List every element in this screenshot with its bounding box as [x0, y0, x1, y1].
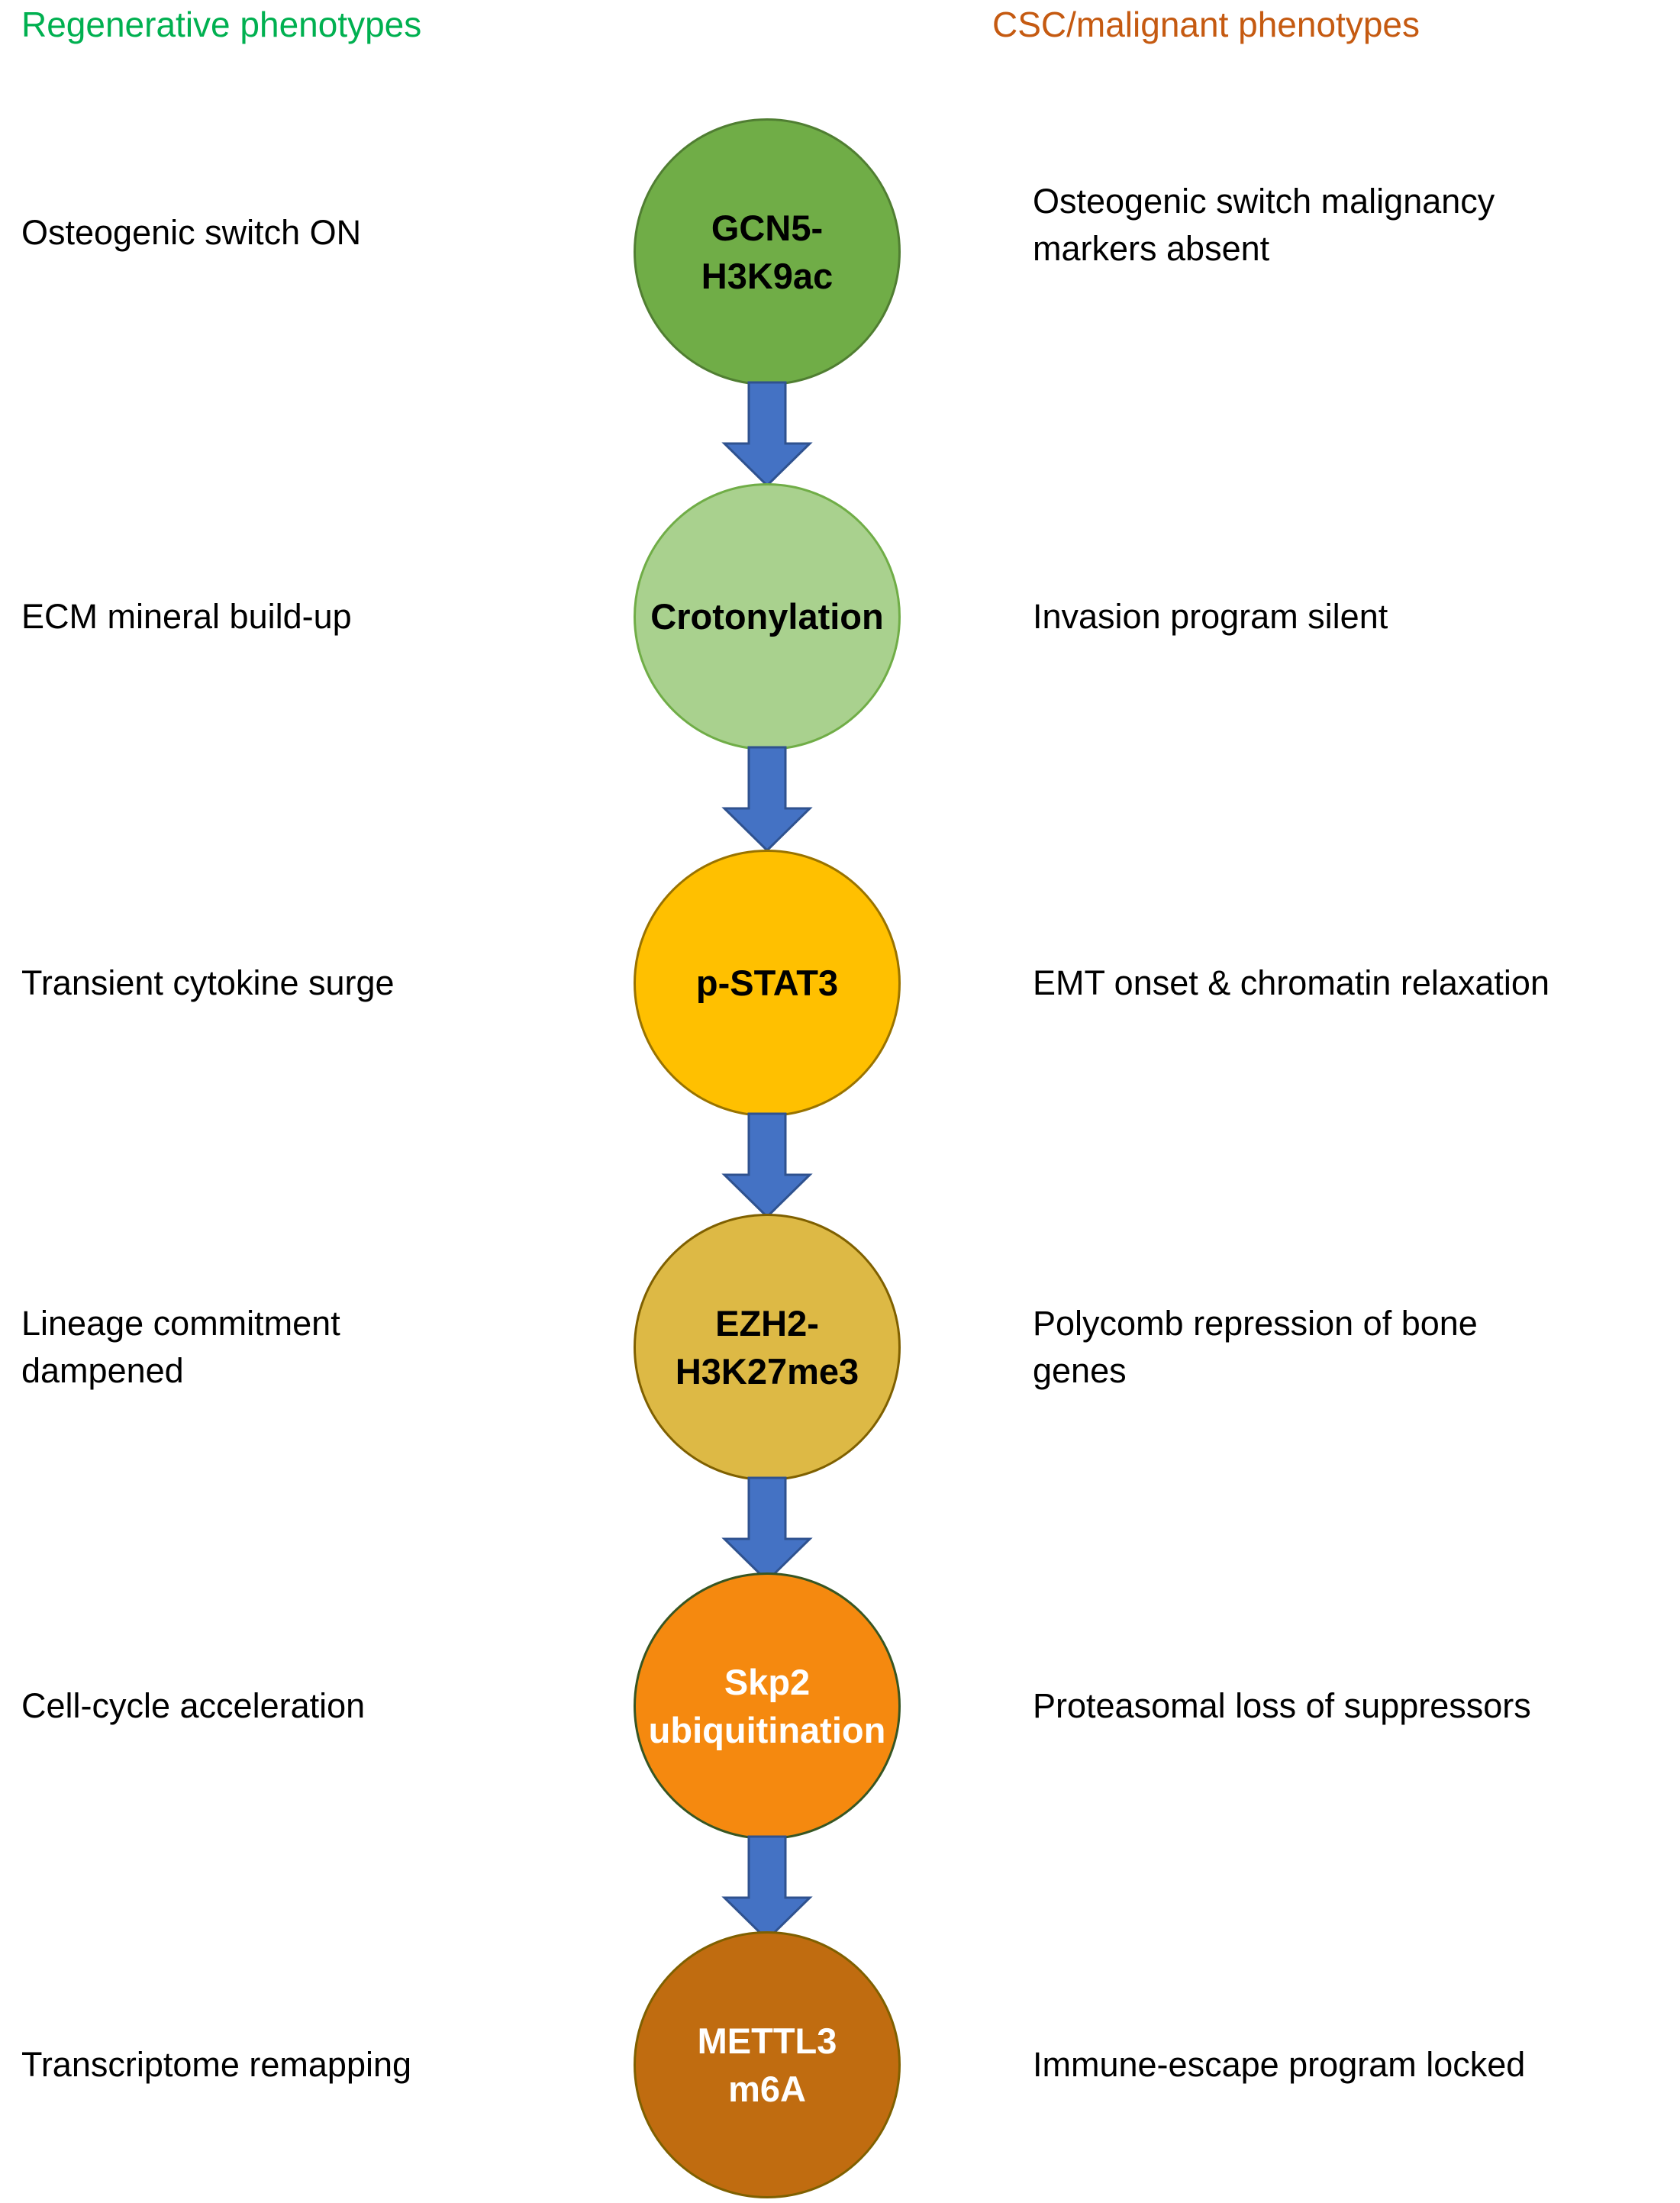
down-arrow-icon	[721, 1476, 813, 1583]
label-line: Lineage commitment	[21, 1303, 340, 1343]
label-line: Osteogenic switch ON	[21, 212, 362, 252]
right-phenotype-label: Immune-escape program locked	[1033, 1996, 1680, 2134]
right-phenotype-label: Proteasomal loss of suppressors	[1033, 1637, 1680, 1775]
label-line: Proteasomal loss of suppressors	[1033, 1685, 1531, 1725]
right-phenotype-label: EMT onset & chromatin relaxation	[1033, 914, 1680, 1052]
left-phenotype-label: Lineage commitment dampened	[21, 1279, 601, 1416]
left-phenotype-label: Transcriptome remapping	[21, 1996, 601, 2134]
left-phenotype-label: ECM mineral build-up	[21, 548, 601, 685]
down-arrow-icon	[721, 381, 813, 488]
label-line: EMT onset & chromatin relaxation	[1033, 963, 1549, 1002]
left-phenotype-label: Cell-cycle acceleration	[21, 1637, 601, 1775]
label-line: ECM mineral build-up	[21, 596, 352, 636]
left-phenotype-label: Transient cytokine surge	[21, 914, 601, 1052]
pathway-node-crotonylation: Crotonylation	[634, 483, 901, 750]
down-arrow-icon	[721, 746, 813, 853]
node-label-line: METTL3	[697, 2020, 837, 2061]
label-line: markers absent	[1033, 229, 1270, 268]
label-line: Immune-escape program locked	[1033, 2044, 1526, 2084]
label-line: Invasion program silent	[1033, 596, 1388, 636]
right-phenotype-label: Polycomb repression of bone genes	[1033, 1279, 1680, 1416]
node-label-line: Skp2	[724, 1661, 811, 1702]
left-phenotype-label: Osteogenic switch ON	[21, 164, 601, 302]
label-line: genes	[1033, 1351, 1127, 1390]
node-label-line: Crotonylation	[650, 596, 884, 637]
pathway-node-mettl3-m6a: METTL3 m6A	[634, 1931, 901, 2198]
pathway-node-p-stat3: p-STAT3	[634, 850, 901, 1117]
node-label-line: ubiquitination	[648, 1710, 886, 1750]
right-phenotype-label: Osteogenic switch malignancy markers abs…	[1033, 156, 1680, 294]
right-phenotype-label: Invasion program silent	[1033, 548, 1680, 685]
node-label-line: H3K9ac	[701, 256, 834, 296]
label-line: Osteogenic switch malignancy	[1033, 181, 1495, 221]
label-line: dampened	[21, 1351, 184, 1390]
label-line: Transcriptome remapping	[21, 2044, 412, 2084]
right-column-header: CSC/malignant phenotypes	[992, 5, 1420, 44]
node-label-line: p-STAT3	[695, 963, 839, 1004]
pathway-node-gcn5-h3k9ac: GCN5- H3K9ac	[634, 118, 901, 385]
left-column-header: Regenerative phenotypes	[21, 5, 422, 44]
label-line: Cell-cycle acceleration	[21, 1685, 366, 1725]
label-line: Polycomb repression of bone	[1033, 1303, 1478, 1343]
pathway-node-ezh2-h3k27me3: EZH2- H3K27me3	[634, 1214, 901, 1481]
down-arrow-icon	[721, 1112, 813, 1219]
node-label-line: EZH2-	[715, 1302, 819, 1343]
down-arrow-icon	[721, 1835, 813, 1942]
label-line: Transient cytokine surge	[21, 963, 395, 1002]
node-label-line: H3K27me3	[675, 1351, 859, 1392]
node-label-line: m6A	[728, 2069, 806, 2109]
node-label-line: GCN5-	[711, 207, 824, 248]
pathway-node-skp2-ubiquitination: Skp2 ubiquitination	[634, 1572, 901, 1840]
